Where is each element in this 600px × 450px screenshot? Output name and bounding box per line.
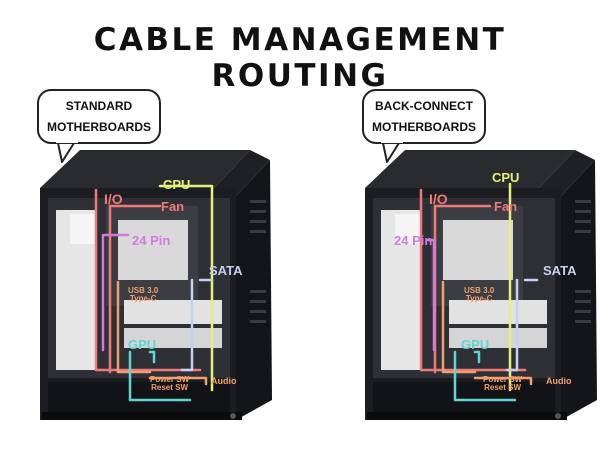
label-gpu: GPU bbox=[461, 337, 490, 352]
label-usb-type-c: USB 3.0 Type-C bbox=[464, 287, 494, 303]
callout-standard: STANDARD MOTHERBOARDS bbox=[37, 89, 161, 144]
label-io: I/O bbox=[104, 191, 123, 207]
label-usb-line-2: Type-C bbox=[465, 294, 493, 303]
label-audio: Audio bbox=[546, 376, 572, 386]
pc-case-right bbox=[365, 150, 597, 420]
label-power-reset: Power SW Reset SW bbox=[150, 376, 189, 392]
callout-line-2: MOTHERBOARDS bbox=[47, 120, 151, 134]
label-sata: SATA bbox=[543, 263, 577, 278]
label-24-pin: 24 Pin bbox=[132, 233, 171, 248]
label-usb-line-2: Type-C bbox=[129, 294, 157, 303]
page-title: CABLE MANAGEMENT ROUTING bbox=[93, 22, 507, 94]
label-audio: Audio bbox=[211, 376, 237, 386]
label-gpu: GPU bbox=[128, 337, 157, 352]
label-fan: Fan bbox=[494, 199, 518, 214]
pc-case-left bbox=[40, 150, 272, 420]
label-usb-line-1: USB 3.0 bbox=[128, 286, 159, 295]
label-cpu: CPU bbox=[163, 177, 191, 192]
callout-tail-mask bbox=[56, 140, 78, 143]
label-cpu: CPU bbox=[492, 170, 520, 185]
label-usb-type-c: USB 3.0 Type-C bbox=[128, 287, 158, 303]
label-power-reset: Power SW Reset SW bbox=[483, 376, 522, 392]
callout-tail-mask bbox=[381, 140, 403, 143]
label-io: I/O bbox=[429, 191, 448, 207]
callout-back-connect: BACK-CONNECT MOTHERBOARDS bbox=[362, 89, 486, 144]
label-usb-line-1: USB 3.0 bbox=[464, 286, 495, 295]
label-fan: Fan bbox=[161, 199, 185, 214]
callout-line-1: STANDARD bbox=[65, 99, 133, 113]
label-power-sw: Power SW bbox=[150, 375, 190, 384]
callout-line-1: BACK-CONNECT bbox=[375, 99, 473, 113]
label-reset-sw: Reset SW bbox=[151, 383, 189, 392]
label-sata: SATA bbox=[209, 263, 243, 278]
label-24-pin: 24 Pin bbox=[394, 233, 433, 248]
label-reset-sw: Reset SW bbox=[484, 383, 522, 392]
label-power-sw: Power SW bbox=[483, 375, 523, 384]
callout-line-2: MOTHERBOARDS bbox=[372, 120, 476, 134]
